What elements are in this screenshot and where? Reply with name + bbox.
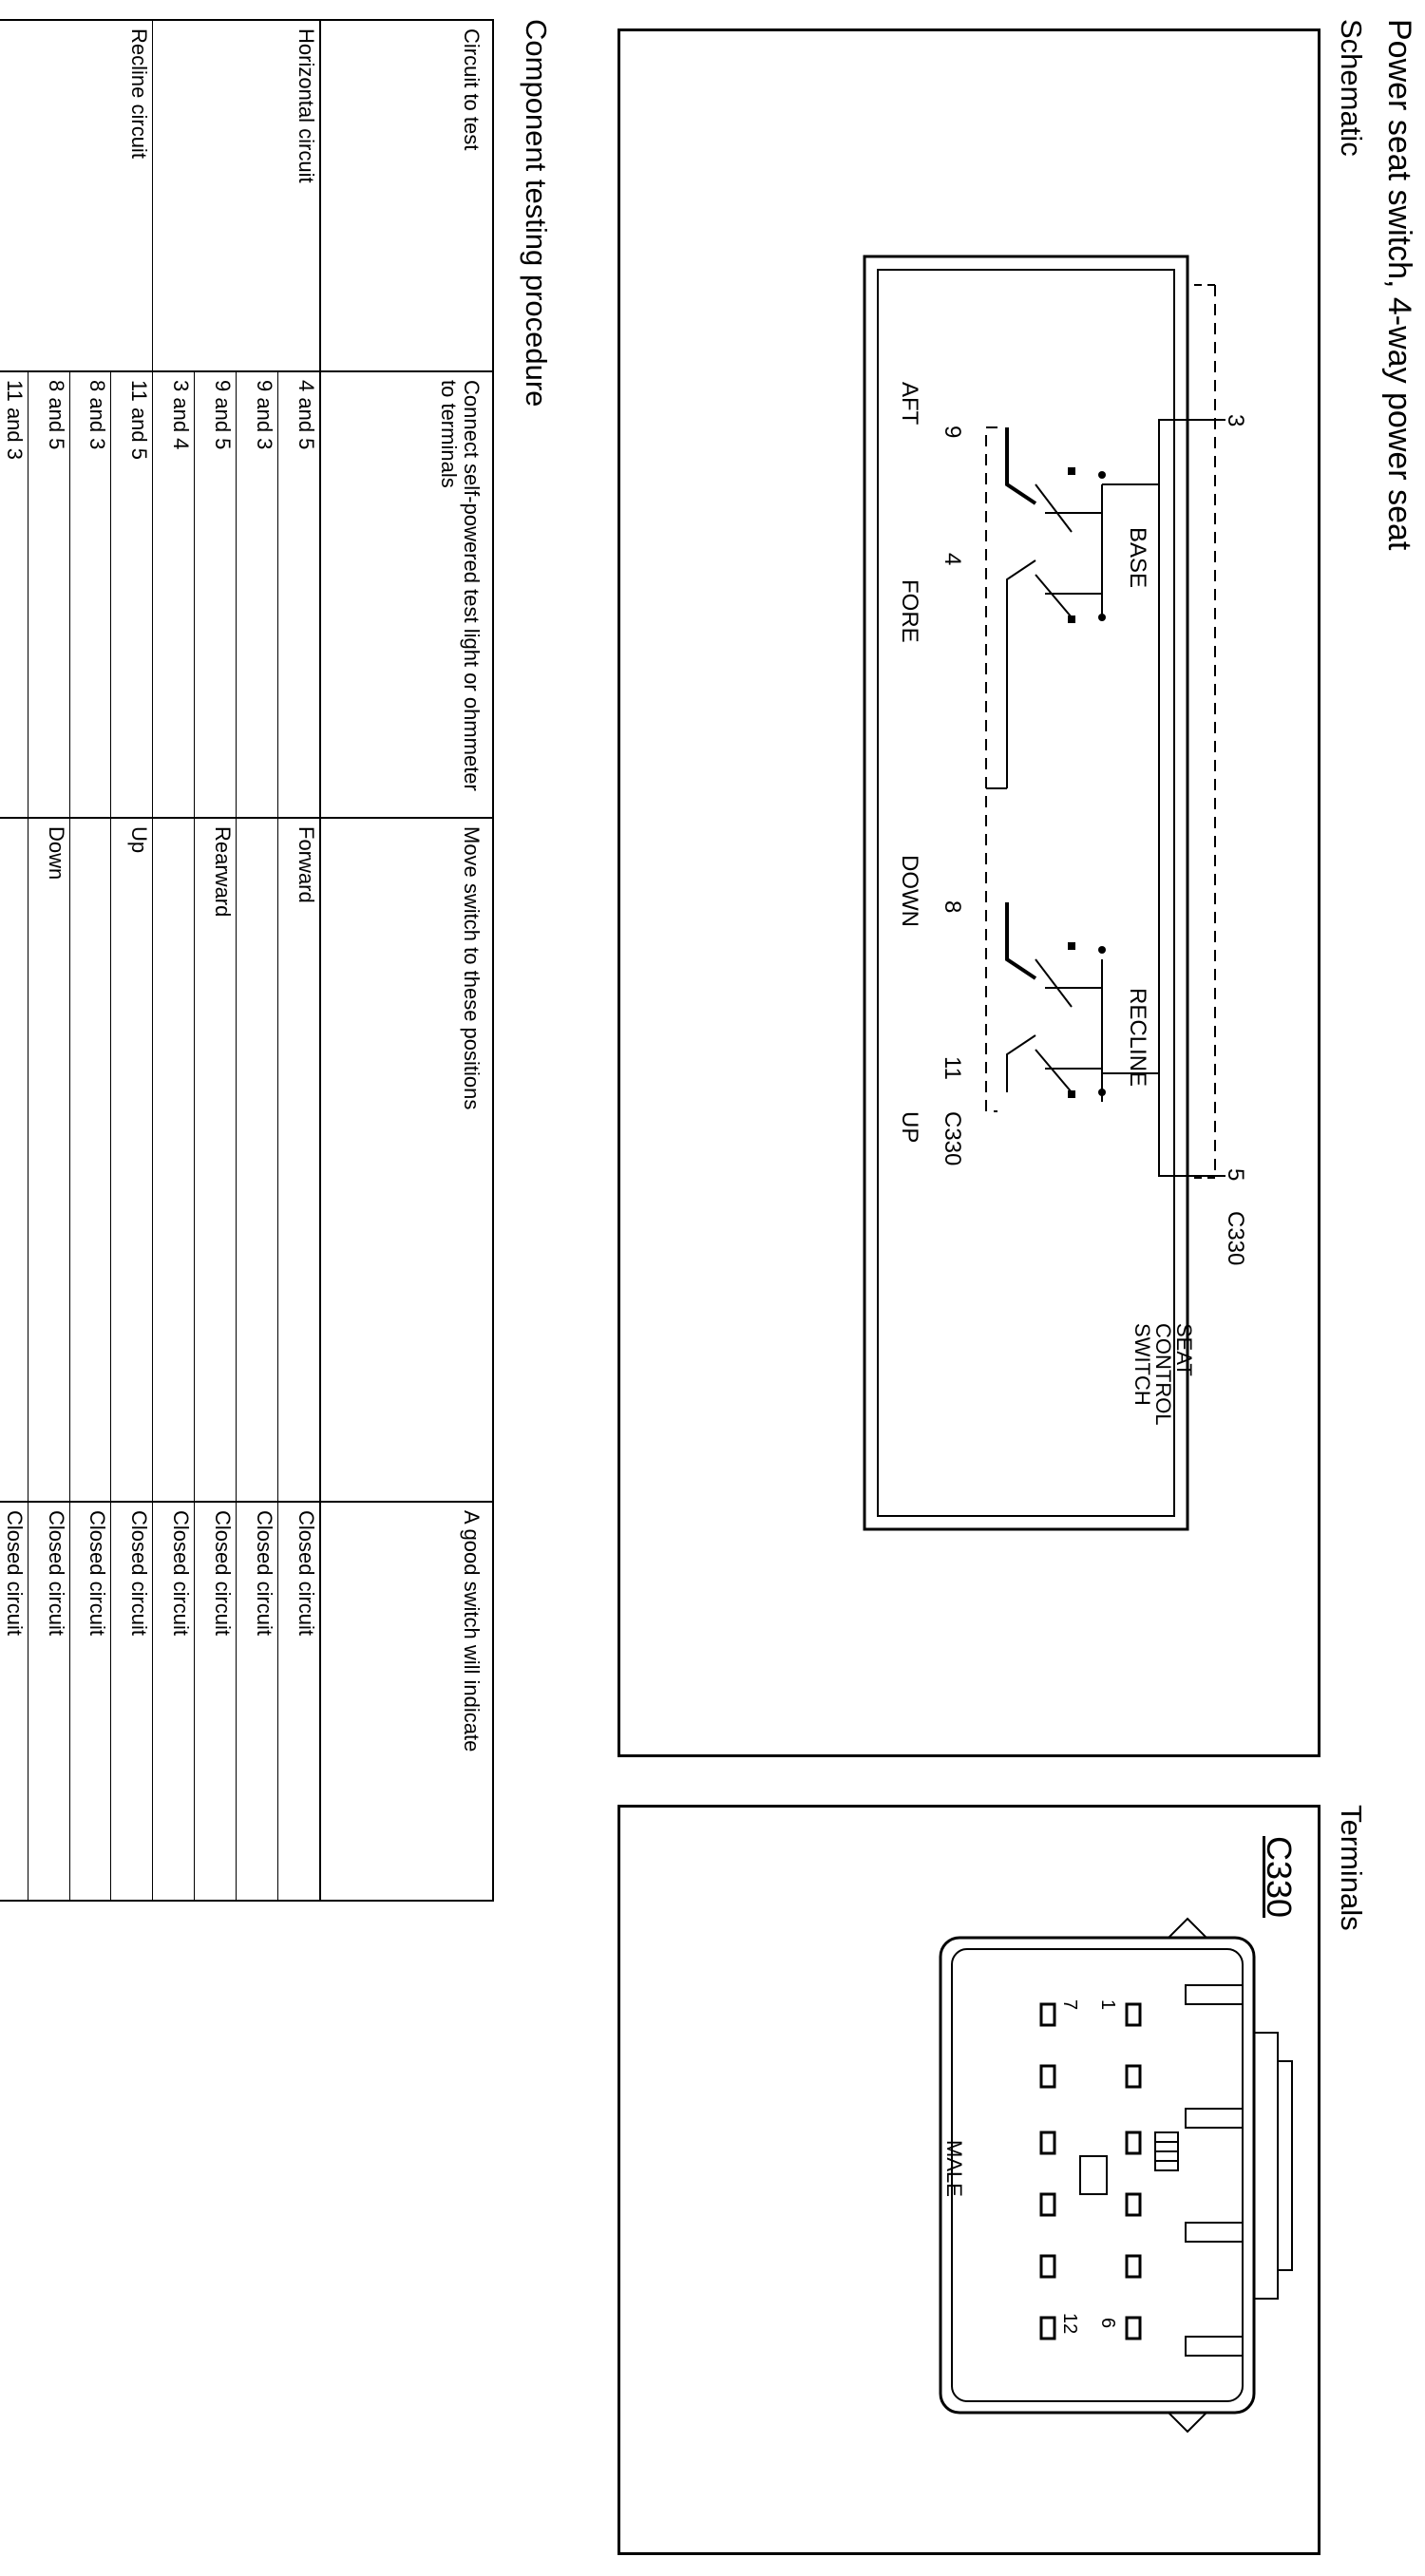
pin-8-label: 8 <box>940 900 965 913</box>
header-positions: Move switch to these positions <box>319 818 493 1502</box>
switch-housing-outer <box>863 255 1189 1531</box>
recline-switch <box>1005 902 1106 1102</box>
schematic-heading: Schematic <box>1335 19 1368 157</box>
base-switch <box>1005 427 1106 788</box>
pin-9-label: 9 <box>940 426 965 438</box>
connector-label-top: C330 <box>1223 1211 1248 1265</box>
terminals-box: C330 MALE <box>618 1805 1320 2555</box>
group-horizontal: Horizontal circuit <box>152 20 320 371</box>
schematic-box: 3 9 4 8 11 5 BASE RECLINE AFT FORE DOWN … <box>618 28 1320 1757</box>
connector-label-bottom: C330 <box>940 1111 965 1165</box>
page-title: Power seat switch, 4-way power seat <box>1381 19 1417 551</box>
table-row: Horizontal circuit 4 and 5 Forward Close… <box>152 20 320 1901</box>
schematic-diagram: 3 9 4 8 11 5 BASE RECLINE AFT FORE DOWN … <box>863 255 1248 1531</box>
pin-1-label: 1 <box>1097 1999 1118 2010</box>
pin-7-label: 7 <box>1059 1999 1080 2010</box>
terminals-heading: Terminals <box>1335 1805 1368 1931</box>
recline-label: RECLINE <box>1125 988 1150 1087</box>
connector-face-drawing: 1 7 6 12 <box>939 1917 1293 2434</box>
pin-6-label: 6 <box>1097 2318 1118 2328</box>
aft-label: AFT <box>897 382 922 426</box>
header-indication: A good switch will indicate <box>319 1502 493 1901</box>
pin-4-label: 4 <box>940 553 965 565</box>
table-header-row: Circuit to test Connect self-powered tes… <box>319 20 493 1901</box>
pin-row-bottom <box>1039 2002 1056 2340</box>
center-key <box>1079 2155 1108 2195</box>
pin-5-label: 5 <box>1223 1168 1248 1181</box>
fore-label: FORE <box>897 579 922 643</box>
group-recline: Recline circuit <box>0 20 153 371</box>
table-row: Recline circuit 11 and 5 Up Closed circu… <box>0 20 153 1901</box>
pin-12-label: 12 <box>1059 2313 1080 2334</box>
up-label: UP <box>897 1111 922 1143</box>
pin-row-top <box>1125 2002 1142 2340</box>
base-label: BASE <box>1125 527 1150 588</box>
down-label: DOWN <box>897 855 922 927</box>
switch-housing-inner <box>877 269 1175 1517</box>
header-circuit: Circuit to test <box>319 20 493 371</box>
pin-3-label: 3 <box>1223 414 1248 426</box>
component-testing-table: Circuit to test Connect self-powered tes… <box>0 19 494 1902</box>
header-terminals: Connect self-powered test light or ohmme… <box>319 371 493 818</box>
pin-11-label: 11 <box>940 1056 965 1080</box>
procedure-heading: Component testing procedure <box>520 19 553 407</box>
seat-control-switch-label: SEAT CONTROL SWITCH <box>1130 1323 1196 1425</box>
